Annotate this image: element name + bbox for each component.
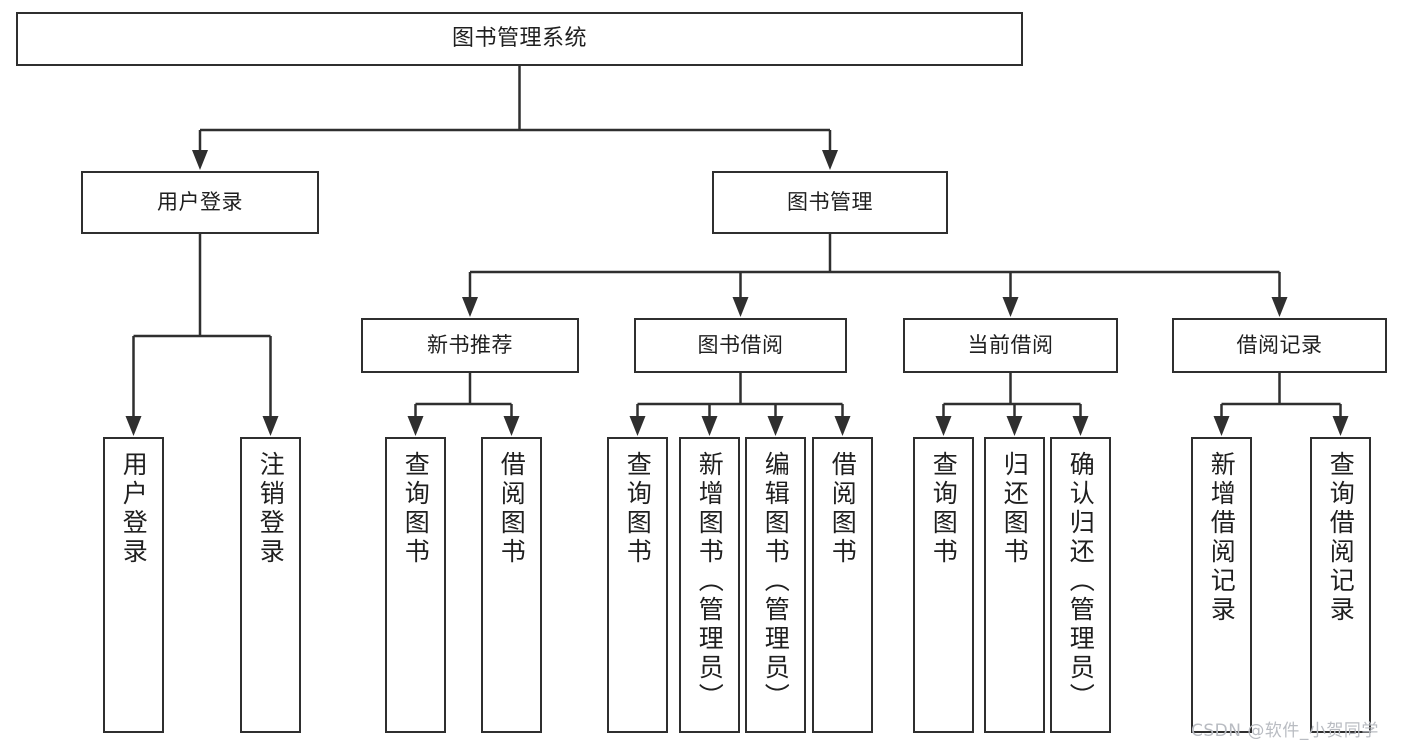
- node-label: 借阅记录: [1236, 333, 1323, 358]
- node-book-manage[interactable]: 图书管理: [712, 171, 948, 234]
- node-label: 查询图书: [623, 451, 653, 567]
- node-label: 图书管理系统: [451, 26, 587, 52]
- node-leaf-borrow-book-2[interactable]: 借阅图书: [812, 437, 873, 733]
- node-label: 新书推荐: [427, 333, 513, 358]
- node-label: 编辑图书（管理员）: [761, 451, 791, 712]
- node-label: 用户登录: [119, 451, 149, 567]
- node-label: 确认归还（管理员）: [1066, 451, 1096, 712]
- node-label: 新增借阅记录: [1207, 451, 1237, 625]
- node-label: 图书管理: [787, 190, 873, 215]
- node-label: 查询图书: [929, 451, 959, 567]
- watermark: CSDN @软件_小贺同学: [1191, 721, 1379, 741]
- node-label: 查询借阅记录: [1326, 451, 1356, 625]
- node-user-login[interactable]: 用户登录: [81, 171, 319, 234]
- node-leaf-borrow-book-1[interactable]: 借阅图书: [481, 437, 542, 733]
- node-new-book-rec[interactable]: 新书推荐: [361, 318, 579, 373]
- node-current-borrow[interactable]: 当前借阅: [903, 318, 1118, 373]
- node-label: 当前借阅: [967, 333, 1054, 358]
- node-leaf-add-book[interactable]: 新增图书（管理员）: [679, 437, 740, 733]
- node-leaf-query-record[interactable]: 查询借阅记录: [1310, 437, 1371, 733]
- node-leaf-confirm-return[interactable]: 确认归还（管理员）: [1050, 437, 1111, 733]
- node-label: 查询图书: [401, 451, 431, 567]
- node-label: 注销登录: [256, 451, 286, 567]
- node-label: 图书借阅: [697, 333, 784, 358]
- node-label: 借阅图书: [828, 451, 858, 567]
- node-label: 新增图书（管理员）: [695, 451, 725, 712]
- node-borrow-record[interactable]: 借阅记录: [1172, 318, 1387, 373]
- node-book-borrow[interactable]: 图书借阅: [634, 318, 847, 373]
- node-label: 归还图书: [1000, 451, 1030, 567]
- node-root[interactable]: 图书管理系统: [16, 12, 1023, 66]
- node-leaf-add-record[interactable]: 新增借阅记录: [1191, 437, 1252, 733]
- node-leaf-query-book-3[interactable]: 查询图书: [913, 437, 974, 733]
- node-leaf-user-logout[interactable]: 注销登录: [240, 437, 301, 733]
- node-label: 用户登录: [157, 190, 243, 215]
- node-leaf-return-book[interactable]: 归还图书: [984, 437, 1045, 733]
- node-leaf-user-login[interactable]: 用户登录: [103, 437, 164, 733]
- node-leaf-edit-book[interactable]: 编辑图书（管理员）: [745, 437, 806, 733]
- node-leaf-query-book-1[interactable]: 查询图书: [385, 437, 446, 733]
- node-label: 借阅图书: [497, 451, 527, 567]
- node-leaf-query-book-2[interactable]: 查询图书: [607, 437, 668, 733]
